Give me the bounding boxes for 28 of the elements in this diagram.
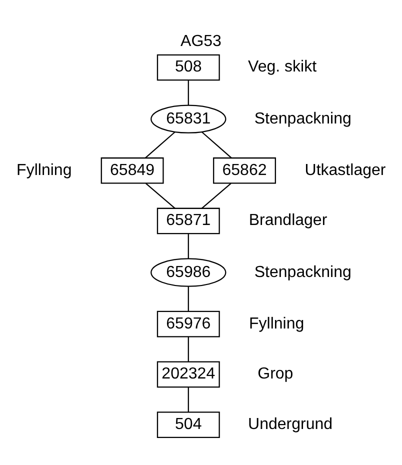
- connector: [202, 131, 232, 158]
- diagram-title: AG53: [180, 31, 222, 50]
- connector: [188, 234, 189, 258]
- node-box: 65862: [213, 156, 276, 184]
- node-ellipse: 65986: [150, 258, 226, 286]
- connector: [188, 80, 189, 105]
- node-label: Stenpackning: [254, 108, 352, 127]
- node-label: Brandlager: [248, 210, 328, 229]
- node-ellipse: 65831: [150, 104, 226, 133]
- connector: [188, 286, 189, 311]
- node-label: Grop: [258, 364, 294, 382]
- node-label: Utkastlager: [304, 160, 386, 178]
- node-label: Fyllning: [248, 314, 304, 332]
- node-box: 504: [156, 411, 220, 438]
- connector: [188, 386, 189, 412]
- node-box: 65976: [156, 310, 220, 337]
- connector: [144, 131, 176, 158]
- node-box: 65871: [156, 207, 220, 234]
- node-box: 508: [156, 54, 220, 80]
- node-label: Veg. skikt: [248, 57, 317, 76]
- node-label: Undergrund: [248, 414, 333, 433]
- connector: [146, 182, 176, 208]
- node-box: 202324: [156, 360, 220, 388]
- connector: [201, 182, 232, 208]
- node-label: Stenpackning: [254, 262, 352, 280]
- connector: [188, 336, 189, 362]
- node-label: Fyllning: [16, 160, 72, 178]
- node-box: 65849: [100, 156, 164, 184]
